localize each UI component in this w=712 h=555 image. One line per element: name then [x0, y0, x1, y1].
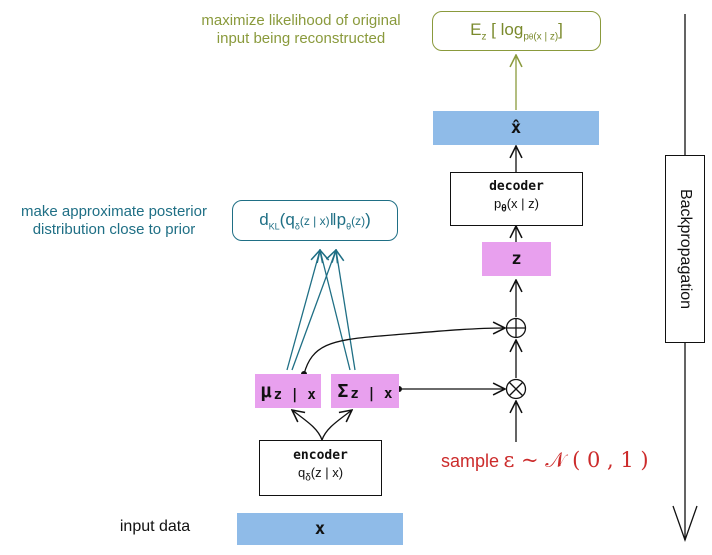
decoder-name: decoder — [489, 179, 544, 195]
z-text: z — [511, 249, 522, 269]
z-box: z — [482, 242, 551, 276]
mu-to-kl-arrow-2 — [291, 250, 336, 371]
sigma-subscript: z | x — [350, 386, 393, 402]
encoder-distribution: qδ(z | x) — [297, 465, 344, 484]
decoder-box: decoder pθ(x | z) — [450, 172, 583, 226]
mu-to-kl-arrow-1 — [286, 250, 320, 371]
kl-formula: dKL(qδ(z | x)‖pθ(z)) — [259, 209, 371, 232]
encoder-box: encoder qδ(z | x) — [259, 440, 382, 496]
mu-to-plus-arrow — [303, 328, 505, 375]
input-x-box: x — [237, 513, 403, 545]
sigma-to-kl-arrow-1 — [320, 250, 351, 371]
kl-note-line-2: distribution close to prior — [32, 221, 196, 238]
sigma-symbol: Σ — [337, 380, 349, 402]
encoder-to-sigma-arrow — [321, 410, 352, 441]
mu-subscript: z | x — [273, 387, 316, 403]
encoder-to-mu-arrow — [292, 410, 323, 441]
mu-symbol: μ — [260, 380, 272, 402]
likelihood-box: Ez [ logpθ(x | z)] — [432, 11, 601, 51]
mu-box: μ z | x — [255, 374, 321, 408]
sample-formula: ε ~ 𝒩 ( 0 , 1 ) — [503, 448, 649, 472]
backprop-label: Backpropagation — [677, 188, 694, 310]
xhat-text: x̂ — [510, 118, 522, 138]
plus-node — [505, 317, 527, 339]
input-x-text: x — [314, 519, 326, 539]
backprop-box: Backpropagation — [665, 155, 705, 343]
likelihood-note: maximize likelihood of original input be… — [186, 12, 416, 48]
likelihood-note-line-1: maximize likelihood of original — [201, 12, 401, 29]
encoder-name: encoder — [293, 448, 348, 464]
kl-note: make approximate posterior distribution … — [4, 203, 224, 239]
kl-box: dKL(qδ(z | x)‖pθ(z)) — [232, 200, 398, 241]
xhat-box: x̂ — [433, 111, 599, 145]
kl-note-line-1: make approximate posterior — [21, 203, 207, 220]
sample-label: sample — [441, 451, 500, 471]
sample-epsilon: sample ε ~ 𝒩 ( 0 , 1 ) — [441, 448, 651, 473]
sigma-to-kl-arrow-2 — [336, 250, 356, 371]
sigma-box: Σ z | x — [331, 374, 399, 408]
times-node — [505, 378, 527, 400]
input-data-label: input data — [119, 518, 191, 535]
backprop-arrowhead — [672, 505, 698, 542]
likelihood-formula: Ez [ logpθ(x | z)] — [470, 19, 563, 43]
decoder-distribution: pθ(x | z) — [494, 196, 539, 215]
likelihood-note-line-2: input being reconstructed — [216, 30, 386, 47]
